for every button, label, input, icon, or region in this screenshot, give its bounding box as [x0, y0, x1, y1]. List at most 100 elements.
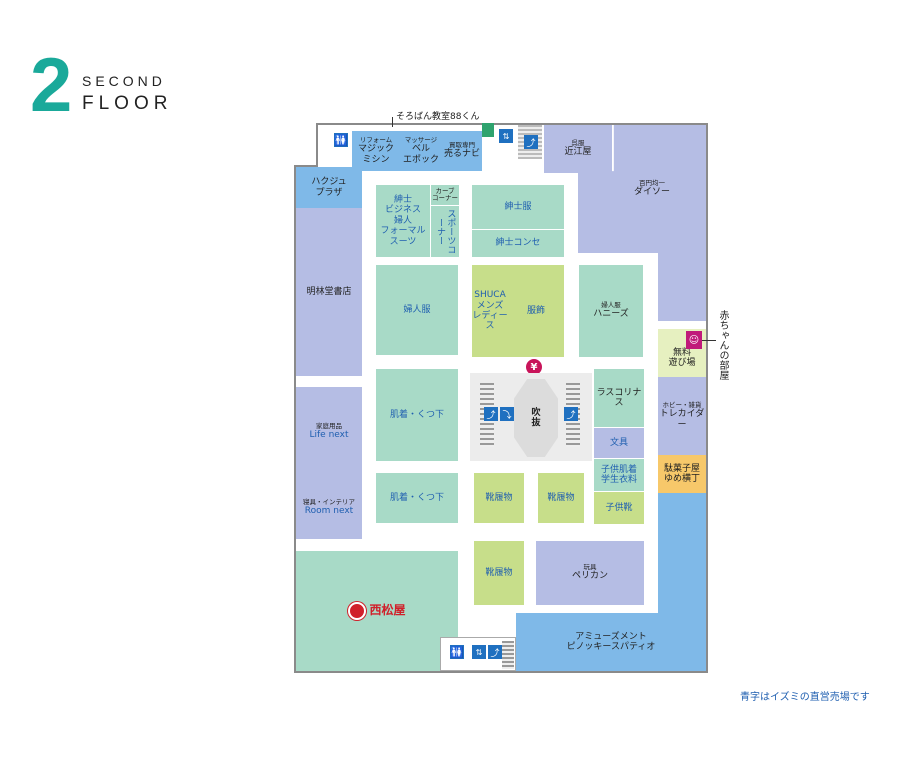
- shop-hakuju-plaza[interactable]: ハクジュプラザ: [296, 167, 362, 208]
- shop-honeys[interactable]: 婦人服ハニーズ: [579, 265, 643, 357]
- nishimatsuya-logo-icon: [348, 602, 367, 620]
- elevator-icon: ⇅: [472, 645, 486, 659]
- lascolinas-label: ラスコリナス: [596, 387, 642, 408]
- pelican-main: ペリカン: [571, 571, 608, 582]
- hobby-sub: ホビー・雑貨: [662, 401, 702, 410]
- shuca-l3: レディース: [472, 311, 508, 332]
- shop-urunavi[interactable]: 買取専門売るナビ: [442, 131, 482, 171]
- dagashi-l2: ゆめ横丁: [663, 474, 700, 484]
- amusement-right-strip: [658, 493, 706, 613]
- shop-omiya[interactable]: 呉服近江屋: [544, 125, 612, 173]
- roomnext-main: Room next: [304, 506, 354, 517]
- reform-sub: リフォーム: [359, 136, 393, 145]
- nishimatsuya-label: 西松屋: [369, 603, 406, 618]
- shop-kutsu-2[interactable]: 靴履物: [538, 473, 584, 523]
- hadagi2-label: 肌着・くつ下: [389, 492, 444, 503]
- restroom-icon: 🚻: [450, 645, 464, 659]
- honeys-sub: 婦人服: [601, 301, 621, 310]
- callout-line-soroban: [392, 117, 393, 127]
- hobby-main: トレカイダー: [659, 409, 705, 430]
- daiso-extension: [658, 253, 706, 321]
- escalator-icon: ⤴: [564, 407, 578, 421]
- shop-kodomogutsu[interactable]: 子供靴: [594, 492, 644, 524]
- soroban-notch: [482, 123, 494, 137]
- fukushoku-label: 服飾: [526, 305, 545, 316]
- daiso-sub: 百円均一: [638, 179, 665, 188]
- kaitori-main: 売るナビ: [443, 149, 480, 160]
- atrium-center: 吹抜: [514, 379, 558, 457]
- bungu-label: 文具: [609, 437, 628, 448]
- shop-hadagi-2[interactable]: 肌着・くつ下: [376, 473, 458, 523]
- kodomo-hadagi-l2: 学生衣料: [600, 475, 637, 485]
- shop-car-corner[interactable]: カーブコーナー: [431, 185, 459, 205]
- kodomo-hadagi-l1: 子供肌着: [600, 464, 637, 475]
- dagashi-l1: 駄菓子屋: [663, 463, 700, 474]
- shop-hadagi-1[interactable]: 肌着・くつ下: [376, 369, 458, 461]
- legend-note: 青字はイズミの直営売場です: [740, 692, 870, 703]
- hakuju-line1: ハクジュ: [311, 177, 347, 188]
- escalator-icon: ⤵: [500, 407, 514, 421]
- shinshi-business-l1: 紳士: [393, 195, 412, 206]
- kutsu3-label: 靴履物: [485, 567, 513, 578]
- yen-icon[interactable]: ¥: [526, 359, 542, 375]
- shop-dagashi[interactable]: 駄菓子屋ゆめ横丁: [658, 455, 706, 493]
- amusement-l1: アミューズメント: [575, 631, 647, 642]
- hadagi1-label: 肌着・くつ下: [389, 409, 444, 420]
- restroom-icon: 🚻: [334, 133, 348, 147]
- honeys-main: ハニーズ: [593, 309, 629, 320]
- massage-main2: エポック: [402, 154, 439, 165]
- floor-label-line1: SECOND: [82, 73, 166, 89]
- shop-sports-corner[interactable]: スポーツコーナー: [431, 206, 459, 257]
- pelican-sub: 玩具: [583, 563, 597, 572]
- shop-bell-epoch[interactable]: マッサージベルエポック: [400, 131, 442, 171]
- shop-shinshi-conse[interactable]: 紳士コンセ: [472, 230, 564, 257]
- muryo-l1: 無料: [672, 347, 691, 358]
- baby-room-icon[interactable]: ☺: [686, 331, 702, 349]
- shinshi-business-l3: 婦人: [393, 215, 412, 226]
- escalator-bottom: [502, 641, 514, 669]
- shop-torekaider[interactable]: ホビー・雑貨トレカイダー: [658, 377, 706, 455]
- omiya-main: 近江屋: [564, 147, 592, 158]
- shop-pelican[interactable]: 玩具ペリカン: [536, 541, 644, 605]
- shop-kutsu-3[interactable]: 靴履物: [474, 541, 524, 605]
- shuca-l2: メンズ: [476, 300, 504, 311]
- elevator-icon: ⇅: [499, 129, 513, 143]
- shinshi-business-l5: スーツ: [389, 236, 417, 247]
- shop-pinocchio-spatio[interactable]: アミューズメントピノッキースパティオ: [516, 613, 706, 671]
- shop-fukushoku[interactable]: 服飾: [508, 265, 564, 357]
- amusement-l2: ピノッキースパティオ: [566, 642, 656, 652]
- shop-nishimatsuya[interactable]: 西松屋: [296, 551, 458, 671]
- daiso-main: ダイソー: [633, 187, 670, 198]
- callout-soroban: そろばん教室88くん: [396, 112, 480, 122]
- shop-shinshifuku[interactable]: 紳士服: [472, 185, 564, 229]
- callout-akachan: 赤ちゃんの部屋: [717, 310, 728, 380]
- hakuju-line2: プラザ: [315, 187, 343, 198]
- shop-lascolinas[interactable]: ラスコリナス: [594, 369, 644, 427]
- shop-reform[interactable]: リフォームマジックミシン: [352, 131, 400, 171]
- shinshi-business-l4: フォーマル: [380, 226, 426, 237]
- shuca-l1: SHUCA: [474, 290, 506, 301]
- fujinfuku-label: 婦人服: [403, 304, 431, 315]
- shinshifuku-label: 紳士服: [504, 201, 532, 212]
- massage-sub: マッサージ: [404, 136, 438, 145]
- shop-shinshi-business[interactable]: 紳士ビジネス婦人フォーマルスーツ: [376, 185, 430, 257]
- shop-kutsu-1[interactable]: 靴履物: [474, 473, 524, 523]
- fukinuke-l1: 吹: [531, 407, 541, 418]
- muryo-l2: 遊び場: [668, 358, 696, 368]
- shop-meirindo[interactable]: 明林堂書店: [296, 208, 362, 376]
- shinshi-business-l2: ビジネス: [384, 205, 421, 216]
- floor-number: 2: [30, 43, 73, 128]
- roomnext-sub: 寝具・インテリア: [303, 498, 355, 507]
- omiya-sub: 呉服: [571, 139, 585, 148]
- shop-kodomo-hadagi[interactable]: 子供肌着学生衣料: [594, 459, 644, 491]
- shop-fujinfuku[interactable]: 婦人服: [376, 265, 458, 355]
- nishimatsuya-notch: [296, 539, 332, 551]
- escalator-icon: ⤴: [524, 135, 538, 149]
- shop-bungu[interactable]: 文具: [594, 428, 644, 458]
- escalator-icon: ⤴: [484, 407, 498, 421]
- lifenext-sub: 家庭用品: [316, 422, 342, 431]
- massage-main1: ベル: [411, 144, 430, 155]
